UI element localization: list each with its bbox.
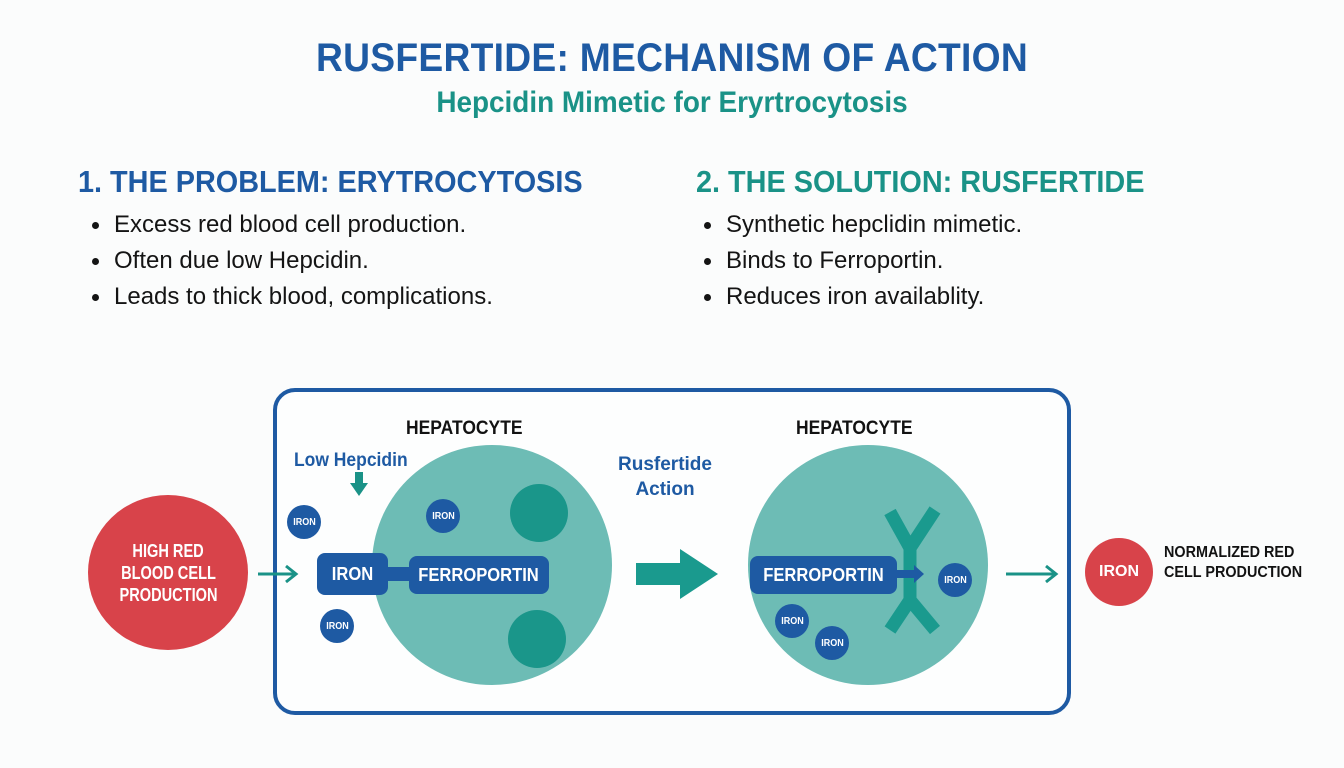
bullet-item: Binds to Ferroportin. — [700, 243, 1022, 279]
solution-bullet-list: Synthetic hepclidin mimetic. Binds to Fe… — [700, 207, 1022, 315]
node-label-line: PRODUCTION — [118, 584, 218, 605]
solution-heading: 2. THE SOLUTION: RUSFERTIDE — [696, 164, 1145, 199]
label-line: Rusfertide — [618, 454, 712, 475]
node-label-line: HIGH RED — [132, 540, 204, 561]
iron-pill: IRON — [317, 553, 388, 595]
problem-bullet-list: Excess red blood cell production. Often … — [88, 207, 493, 315]
bullet-item: Often due low Hepcidin. — [88, 243, 493, 279]
ferroportin-pill: FERROPORTIN — [750, 556, 897, 594]
rusfertide-action-label: Rusfertide Action — [606, 452, 724, 502]
hepatocyte-label: HEPATOCYTE — [796, 418, 913, 439]
problem-heading: 1. THE PROBLEM: ERYTROCYTOSIS — [78, 164, 583, 199]
normalized-production-label: NORMALIZED RED CELL PRODUCTION — [1164, 543, 1302, 583]
page-subtitle: Hepcidin Mimetic for Eryrtrocytosis — [436, 86, 908, 119]
bullet-item: Excess red blood cell production. — [88, 207, 493, 243]
node-label-line: BLOOD CELL — [120, 562, 216, 583]
label-line: Action — [635, 479, 695, 500]
hepatocyte-label: HEPATOCYTE — [406, 418, 523, 439]
iron-end-node: IRON — [1085, 538, 1153, 606]
iron-particle: IRON — [426, 499, 460, 533]
organelle — [508, 610, 566, 668]
ferroportin-pill: FERROPORTIN — [409, 556, 549, 594]
high-rbc-production-node: HIGH RED BLOOD CELL PRODUCTION — [88, 495, 248, 650]
iron-particle: IRON — [287, 505, 321, 539]
bullet-item: Reduces iron availablity. — [700, 279, 1022, 315]
low-hepcidin-label: Low Hepcidin — [294, 450, 408, 471]
iron-particle: IRON — [320, 609, 354, 643]
iron-particle: IRON — [815, 626, 849, 660]
iron-particle: IRON — [938, 563, 972, 597]
iron-ferroportin-connector — [386, 567, 412, 581]
organelle — [510, 484, 568, 542]
iron-particle: IRON — [775, 604, 809, 638]
page-title: RUSFERTIDE: MECHANISM OF ACTION — [315, 36, 1028, 80]
label-line: NORMALIZED RED — [1164, 544, 1295, 561]
label-line: CELL PRODUCTION — [1164, 564, 1303, 581]
bullet-item: Synthetic hepclidin mimetic. — [700, 207, 1022, 243]
bullet-item: Leads to thick blood, complications. — [88, 279, 493, 315]
